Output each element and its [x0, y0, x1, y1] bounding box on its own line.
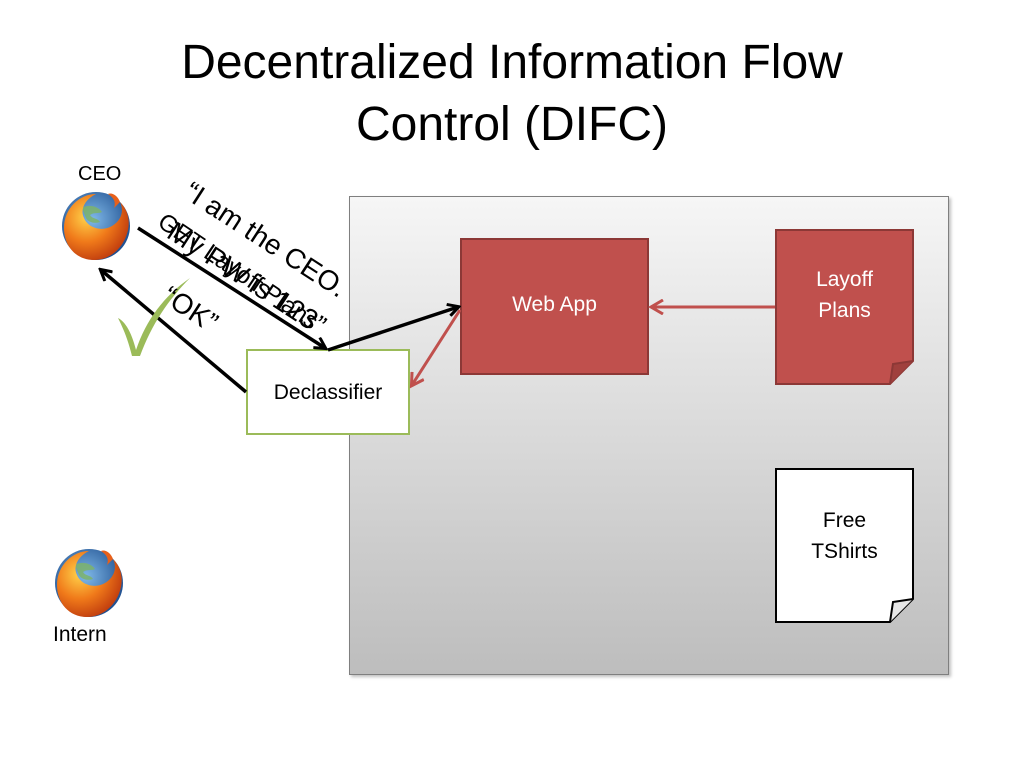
free-tshirts-label: Free TShirts — [811, 509, 878, 563]
layoff-plans-label: Layoff Plans — [816, 268, 873, 322]
declassifier-label: Declassifier — [273, 380, 383, 404]
title-line-1: Decentralized Information Flow — [181, 36, 843, 89]
ceo-label: CEO — [78, 163, 122, 185]
title-line-2: Control (DIFC) — [355, 98, 669, 151]
slide-title: Decentralized Information Flow Control (… — [0, 32, 1024, 156]
declassifier-node: Declassifier — [246, 349, 410, 435]
web-app-node: Web App — [460, 238, 649, 375]
firefox-icon — [62, 192, 130, 260]
firefox-icon — [55, 549, 123, 617]
ok-reply-message: “OK” — [157, 280, 224, 339]
intern-label: Intern — [53, 623, 107, 646]
web-app-label: Web App — [512, 293, 597, 316]
